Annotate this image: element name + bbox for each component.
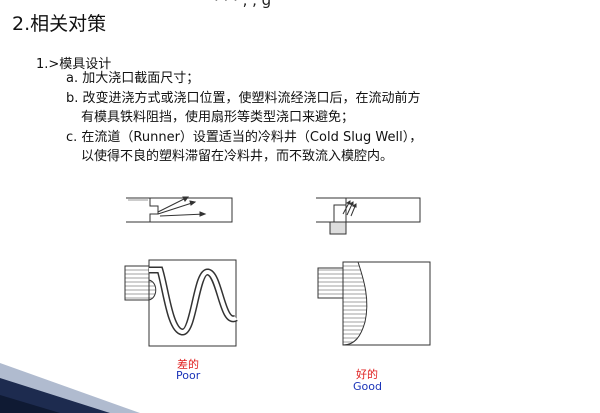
good-label-cn: 好的: [356, 368, 378, 381]
poor-label-cn: 差的: [177, 358, 199, 371]
section-title: 2.相关对策: [12, 13, 107, 35]
poor-jetting-cavity: [124, 259, 238, 347]
good-fill-cavity: [317, 261, 431, 346]
poor-gate-diagram: [126, 196, 233, 223]
item-c-cont: 以使得不良的塑料滞留在冷料井，而不致流入模腔内。: [81, 149, 394, 164]
item-b: b. 改变进浇方式或浇口位置，使塑料流经浇口后，在流动前方: [66, 91, 421, 106]
top-cut-text: · · · , , g: [214, 0, 272, 9]
item-b-cont: 有模具铁料阻挡，使用扇形等类型浇口来避免；: [81, 110, 355, 125]
subsection-heading: 1.>模具设计: [36, 57, 112, 72]
poor-label-en: Poor: [176, 369, 201, 382]
item-a: a. 加大浇口截面尺寸；: [66, 71, 200, 86]
item-c: c. 在流道（Runner）设置适当的冷料井（Cold Slug Well），: [66, 130, 423, 145]
good-gate-diagram: [316, 197, 421, 235]
good-label-en: Good: [353, 380, 382, 393]
corner-decoration: [0, 363, 140, 413]
